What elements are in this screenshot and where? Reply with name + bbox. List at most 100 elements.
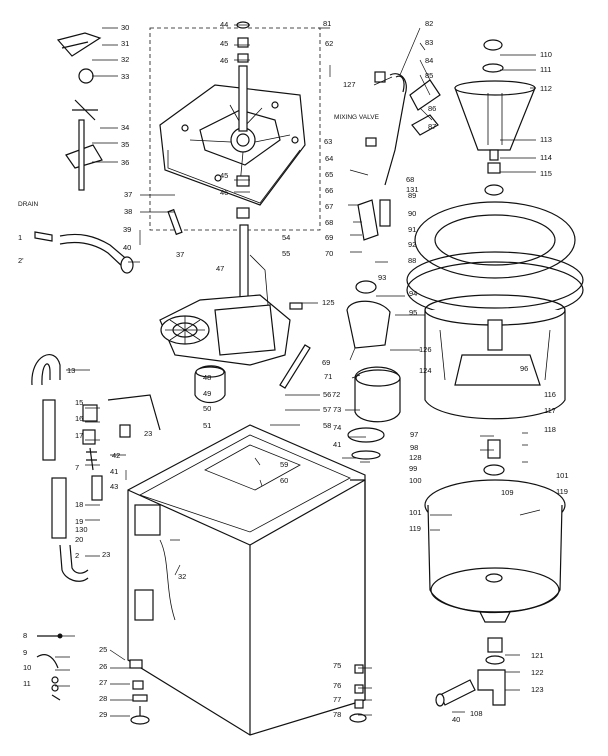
callout-15: 15 — [75, 398, 83, 407]
callout-87: 87 — [428, 122, 436, 131]
callout-125: 125 — [322, 298, 335, 307]
callout-118: 118 — [544, 425, 556, 434]
callout-78: 78 — [333, 710, 341, 719]
callout-20: 20 — [75, 535, 83, 544]
callout-43: 43 — [110, 482, 118, 491]
drive-linkage — [279, 302, 311, 389]
callout-2: 2' — [18, 256, 24, 265]
callout-75: 75 — [333, 661, 341, 670]
callout-85: 85 — [425, 71, 433, 80]
callout-76: 76 — [333, 681, 341, 690]
callout-11: 11 — [23, 679, 31, 688]
callout-48: 48 — [203, 373, 211, 382]
callout-34: 34 — [121, 123, 129, 132]
callout-112: 112 — [540, 84, 552, 93]
callout-124: 124 — [419, 366, 432, 375]
callout-39: 39 — [123, 225, 131, 234]
callout-98: 98 — [410, 443, 418, 452]
callout-27: 27 — [99, 678, 107, 687]
callout-127: 127 — [343, 80, 356, 89]
callout-115: 115 — [540, 169, 552, 178]
callout-57: 57 — [323, 405, 331, 414]
callout-69: 69 — [322, 358, 330, 367]
callout-40: 40 — [452, 715, 460, 724]
callout-83: 83 — [425, 38, 433, 47]
callout-13: 13 — [67, 366, 75, 375]
top-cover-plate — [159, 84, 306, 206]
callout-45: 45 — [220, 171, 228, 180]
callout-42: 42 — [112, 451, 120, 460]
outer-tub — [424, 439, 566, 623]
callout-37: 37 — [124, 190, 132, 199]
callout-70: 70 — [325, 249, 333, 258]
callout-33: 33 — [121, 72, 129, 81]
inlet-hose — [31, 354, 89, 582]
callout-41: 41 — [333, 440, 341, 449]
callout-117: 117 — [544, 406, 556, 415]
callout-109: 109 — [501, 488, 514, 497]
callout-29: 29 — [99, 710, 107, 719]
callout-54: 54 — [282, 233, 290, 242]
callout-119: 119 — [556, 487, 568, 496]
callout-72: 72 — [332, 390, 340, 399]
callout-123: 123 — [531, 685, 544, 694]
callout-64: 64 — [325, 154, 333, 163]
tub-ring-and-basket — [406, 201, 584, 420]
callout-74: 74 — [333, 423, 341, 432]
callout-68: 68 — [325, 218, 333, 227]
callout-108: 108 — [470, 709, 483, 718]
water-valves — [82, 394, 161, 501]
drain-hose-set — [34, 208, 183, 274]
callout-32: 32 — [178, 572, 186, 581]
callout-131: 131 — [406, 185, 419, 194]
callout-17: 17 — [75, 431, 83, 440]
callout-94: 94 — [409, 289, 417, 298]
callout-101: 101 — [409, 508, 422, 517]
callout-26: 26 — [99, 662, 107, 671]
mixing-valve-label: MIXING VALVE — [334, 114, 380, 121]
callout-7: 7 — [75, 463, 79, 472]
callout-30: 30 — [121, 23, 129, 32]
callout-126: 126 — [419, 345, 432, 354]
callout-92: 92 — [408, 240, 416, 249]
callout-32: 32 — [121, 55, 129, 64]
tub-drain-fittings — [435, 637, 506, 707]
callout-96: 96 — [520, 364, 528, 373]
callout-10: 10 — [23, 663, 31, 672]
leveling-feet — [129, 659, 367, 725]
transmission-assembly — [159, 224, 291, 404]
callout-59: 59 — [280, 460, 288, 469]
callout-119: 119 — [409, 524, 421, 533]
callout-100: 100 — [409, 476, 422, 485]
callout-46: 46 — [220, 188, 228, 197]
callout-81: 81 — [323, 19, 331, 28]
callout-113: 113 — [540, 135, 552, 144]
callout-2: 2 — [75, 551, 79, 560]
callout-40: 40 — [123, 243, 131, 252]
callout-67: 67 — [325, 202, 333, 211]
drain-label: DRAIN — [18, 201, 39, 208]
mixing-valve-assembly — [365, 71, 441, 186]
callout-77: 77 — [333, 695, 341, 704]
hardware-left — [36, 633, 63, 701]
callout-labels: 3031323334353637383739404445464546478162… — [18, 19, 569, 724]
callout-leaders — [55, 24, 541, 717]
callout-36: 36 — [121, 158, 129, 167]
callout-9: 9 — [23, 648, 27, 657]
callout-45: 45 — [220, 39, 228, 48]
callout-122: 122 — [531, 668, 544, 677]
callout-66: 66 — [325, 186, 333, 195]
callout-28: 28 — [99, 694, 107, 703]
callout-18: 18 — [75, 500, 83, 509]
callout-60: 60 — [280, 476, 288, 485]
callout-56: 56 — [323, 390, 331, 399]
callout-130: 130 — [75, 525, 88, 534]
callout-23: 23 — [144, 429, 152, 438]
callout-71: 71 — [324, 372, 332, 381]
callout-47: 47 — [216, 264, 224, 273]
callout-95: 95 — [409, 308, 417, 317]
callout-110: 110 — [540, 50, 552, 59]
callout-58: 58 — [323, 421, 331, 430]
